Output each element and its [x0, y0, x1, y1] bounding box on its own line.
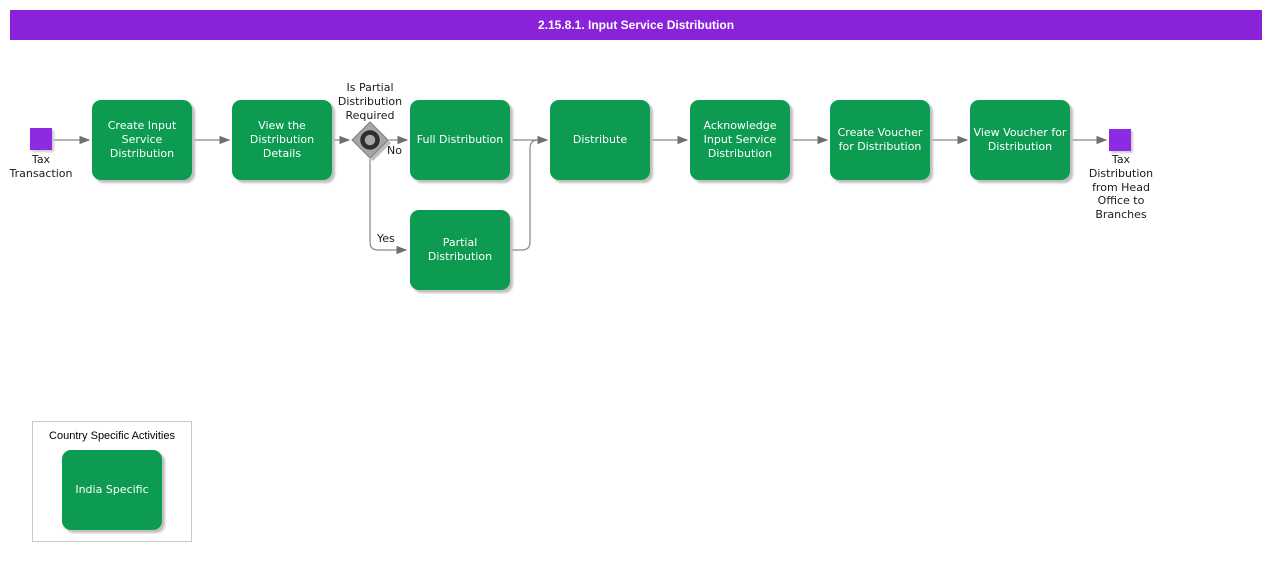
start-event-label: Tax Transaction	[9, 153, 73, 180]
country-specific-activities-title: Country Specific Activities	[49, 430, 175, 442]
edge-gateway-yes-to-partial	[369, 159, 408, 255]
end-event-tax-distribution	[1109, 129, 1131, 151]
end-event-label: Tax Distribution from Head Office to Bra…	[1088, 153, 1154, 221]
gateway-no-label: No	[387, 144, 402, 157]
task-create-input-service-distribution[interactable]: Create Input Service Distribution	[92, 100, 192, 180]
gateway-label: Is Partial Distribution Required	[337, 81, 403, 122]
start-event-tax-transaction	[30, 128, 52, 150]
country-specific-activities-group: Country Specific Activities India Specif…	[32, 421, 192, 542]
diagram-title: 2.15.8.1. Input Service Distribution	[537, 18, 735, 32]
task-acknowledge-input-service-distribution[interactable]: Acknowledge Input Service Distribution	[690, 100, 790, 180]
task-view-the-distribution-details[interactable]: View the Distribution Details	[232, 100, 332, 180]
edge-partial-merge	[510, 139, 542, 251]
diagram-title-bar: 2.15.8.1. Input Service Distribution	[10, 10, 1262, 40]
gateway-yes-label: Yes	[377, 232, 395, 245]
task-india-specific[interactable]: India Specific	[62, 450, 162, 530]
task-distribute[interactable]: Distribute	[550, 100, 650, 180]
task-create-voucher-for-distribution[interactable]: Create Voucher for Distribution	[830, 100, 930, 180]
task-full-distribution[interactable]: Full Distribution	[410, 100, 510, 180]
gateway-diamond-icon	[351, 121, 391, 161]
task-partial-distribution[interactable]: Partial Distribution	[410, 210, 510, 290]
task-view-voucher-for-distribution[interactable]: View Voucher for Distribution	[970, 100, 1070, 180]
